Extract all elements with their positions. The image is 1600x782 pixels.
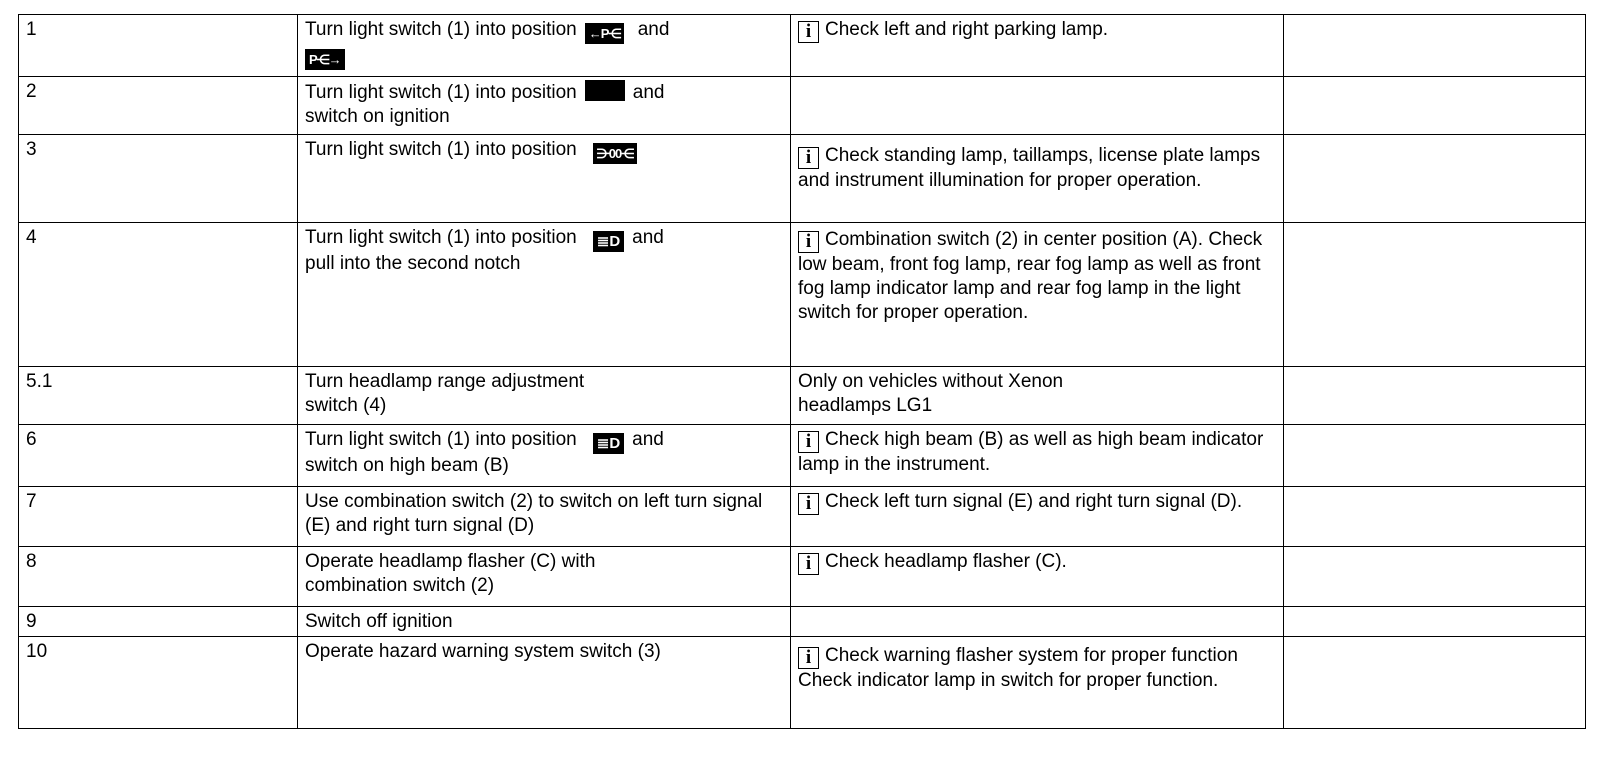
info-icon: i	[798, 553, 819, 575]
info-icon: i	[798, 431, 819, 453]
action-cell: Turn headlamp range adjustment switch (4)	[297, 366, 791, 425]
note-text: Check left and right parking lamp.	[825, 19, 1109, 40]
info-icon: i	[798, 231, 819, 253]
parking-lamp-left-symbol: ←P⋲	[584, 23, 625, 44]
action-text: Turn light switch (1) into position	[305, 19, 577, 40]
action-conjunction: and	[637, 19, 670, 40]
table-row: 8 Operate headlamp flasher (C) with combi…	[18, 546, 1586, 607]
action-conjunction: and	[632, 227, 664, 248]
procedure-table: 1 Turn light switch (1) into position ←P⋲…	[18, 14, 1586, 729]
table-row: 4 Turn light switch (1) into position ≣D a…	[18, 222, 1586, 367]
action-conjunction: and	[632, 82, 665, 103]
action-text: Turn light switch (1) into position	[305, 82, 577, 103]
action-text: Use combination switch (2) to switch on …	[305, 491, 763, 536]
note-cell: Only on vehicles without Xenon headlamps …	[790, 366, 1284, 425]
empty-cell	[1283, 606, 1586, 637]
note-cell	[790, 76, 1284, 135]
step-number: 4	[18, 222, 298, 367]
table-row: 5.1 Turn headlamp range adjustment switch…	[18, 366, 1586, 425]
note-text: Check standing lamp, taillamps, license …	[798, 145, 1261, 191]
step-number: 8	[18, 546, 298, 607]
action-cell: Use combination switch (2) to switch on …	[297, 486, 791, 547]
table-row: 10 Operate hazard warning system switch …	[18, 636, 1586, 729]
step-number: 1	[18, 14, 298, 77]
high-beam-symbol: ≣D	[592, 433, 625, 454]
note-text: headlamps LG1	[798, 395, 933, 416]
info-icon: i	[798, 21, 819, 43]
action-text: Switch off ignition	[305, 611, 453, 632]
note-cell: i Check left and right parking lamp.	[790, 14, 1284, 77]
empty-cell	[1283, 424, 1586, 487]
action-cell: Turn light switch (1) into position ⋺00⋲	[297, 134, 791, 223]
parking-lamp-right-symbol: P⋲→	[305, 49, 345, 70]
low-beam-symbol: ≣D	[592, 231, 625, 252]
step-number: 2	[18, 76, 298, 135]
action-cell: Turn light switch (1) into position ≣D and…	[297, 222, 791, 367]
note-cell: i Check headlamp flasher (C).	[790, 546, 1284, 607]
note-text: Check headlamp flasher (C).	[825, 551, 1067, 572]
procedure-sheet: 1 Turn light switch (1) into position ←P⋲…	[18, 14, 1586, 729]
action-cell: Operate headlamp flasher (C) with combina…	[297, 546, 791, 607]
step-number: 3	[18, 134, 298, 223]
empty-cell	[1283, 486, 1586, 547]
action-text: Turn headlamp range adjustment	[305, 371, 585, 392]
action-text: switch (4)	[305, 395, 387, 416]
empty-cell	[1283, 222, 1586, 367]
step-number: 6	[18, 424, 298, 487]
action-conjunction: and	[632, 429, 664, 450]
note-text: Check high beam (B) as well as high beam…	[798, 429, 1264, 475]
action-text: switch on high beam (B)	[305, 455, 509, 476]
empty-cell	[1283, 366, 1586, 425]
step-number: 7	[18, 486, 298, 547]
table-row: 9 Switch off ignition	[18, 606, 1586, 637]
action-text: pull into the second notch	[305, 253, 521, 274]
action-text: Operate hazard warning system switch (3)	[305, 641, 661, 662]
note-cell	[790, 606, 1284, 637]
action-text: Turn light switch (1) into position	[305, 429, 577, 450]
action-text: Turn light switch (1) into position	[305, 139, 577, 160]
action-text: combination switch (2)	[305, 575, 495, 596]
action-cell: Turn light switch (1) into position ←P⋲ a…	[297, 14, 791, 77]
empty-cell	[1283, 14, 1586, 77]
standing-lamp-symbol: ⋺00⋲	[592, 143, 638, 164]
action-text: switch on ignition	[305, 106, 450, 127]
step-number: 5.1	[18, 366, 298, 425]
note-text: Combination switch (2) in center positio…	[798, 229, 1263, 323]
action-cell: Switch off ignition	[297, 606, 791, 637]
note-text: Only on vehicles without Xenon	[798, 371, 1064, 392]
action-text: Operate headlamp flasher (C) with	[305, 551, 596, 572]
action-text: Turn light switch (1) into position	[305, 227, 577, 248]
action-cell: Operate hazard warning system switch (3)	[297, 636, 791, 729]
empty-cell	[1283, 76, 1586, 135]
action-cell: Turn light switch (1) into position and sw…	[297, 76, 791, 135]
table-row: 3 Turn light switch (1) into position ⋺00…	[18, 134, 1586, 223]
note-cell: i Check left turn signal (E) and right tu…	[790, 486, 1284, 547]
note-text: Check warning flasher system for proper …	[798, 645, 1238, 691]
empty-cell	[1283, 546, 1586, 607]
table-row: 6 Turn light switch (1) into position ≣D a…	[18, 424, 1586, 487]
info-icon: i	[798, 647, 819, 669]
action-cell: Turn light switch (1) into position ≣D and…	[297, 424, 791, 487]
table-row: 1 Turn light switch (1) into position ←P⋲…	[18, 14, 1586, 77]
info-icon: i	[798, 147, 819, 169]
step-number: 9	[18, 606, 298, 637]
info-icon: i	[798, 493, 819, 515]
table-row: 7 Use combination switch (2) to switch o…	[18, 486, 1586, 547]
step-number: 10	[18, 636, 298, 729]
table-row: 2 Turn light switch (1) into position and…	[18, 76, 1586, 135]
note-text: Check left turn signal (E) and right tur…	[825, 491, 1243, 512]
empty-cell	[1283, 134, 1586, 223]
empty-cell	[1283, 636, 1586, 729]
light-off-symbol	[584, 80, 625, 101]
